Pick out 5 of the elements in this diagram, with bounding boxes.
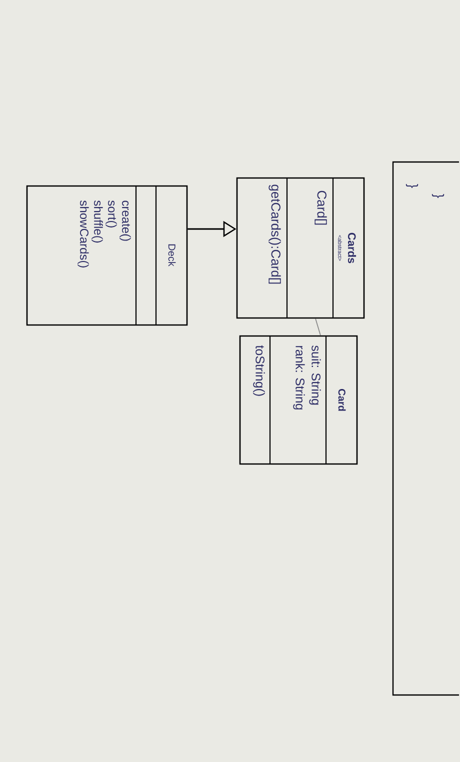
brace: } (406, 184, 418, 188)
brace: } (432, 194, 444, 198)
class-box: Deck create() sort() shuffle() showCards() (26, 185, 188, 326)
connector (315, 318, 321, 336)
class-box: Card suit: String rank: String toString() (239, 335, 358, 465)
